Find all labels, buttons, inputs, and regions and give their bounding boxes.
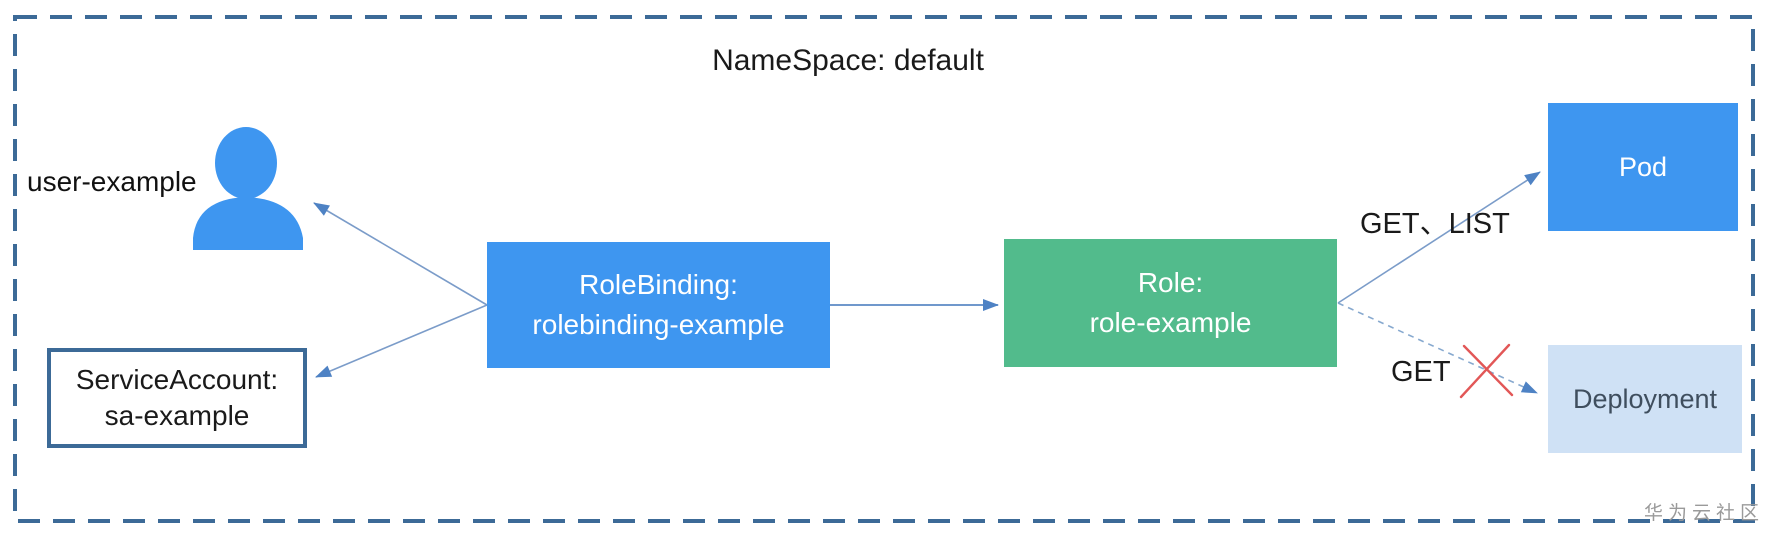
role-line2: role-example bbox=[1089, 307, 1252, 338]
person-icon bbox=[193, 127, 303, 250]
namespace-title: NameSpace: default bbox=[712, 44, 984, 77]
serviceaccount-line1: ServiceAccount: bbox=[75, 363, 279, 395]
rolebinding-line1: RoleBinding: bbox=[579, 269, 738, 301]
edge-rolebinding-to-user bbox=[313, 202, 488, 306]
user-label: user-example bbox=[27, 166, 197, 197]
role-node: Role: role-example bbox=[1004, 239, 1337, 367]
edge-role-to-deployment bbox=[1337, 302, 1538, 394]
pod-node: Pod bbox=[1548, 103, 1738, 231]
rolebinding-line2: rolebinding-example bbox=[532, 309, 785, 340]
rolebinding-node: RoleBinding: rolebinding-example bbox=[487, 242, 830, 368]
role-line1: Role: bbox=[1137, 267, 1204, 299]
watermark-huawei-cloud-community: 华为云社区 bbox=[1644, 503, 1765, 524]
edge-label-get-list: GET、LIST bbox=[1360, 208, 1510, 240]
deployment-node: Deployment bbox=[1548, 345, 1742, 453]
edge-rolebinding-to-serviceaccount bbox=[315, 304, 488, 378]
serviceaccount-node: ServiceAccount: sa-example bbox=[47, 348, 307, 448]
edge-role-to-pod bbox=[1337, 171, 1541, 304]
serviceaccount-line2: sa-example bbox=[104, 400, 250, 431]
deployment-label: Deployment bbox=[1572, 383, 1718, 414]
red-cross-icon bbox=[1459, 343, 1514, 399]
edge-label-get: GET bbox=[1391, 356, 1451, 388]
pod-label: Pod bbox=[1618, 151, 1668, 182]
